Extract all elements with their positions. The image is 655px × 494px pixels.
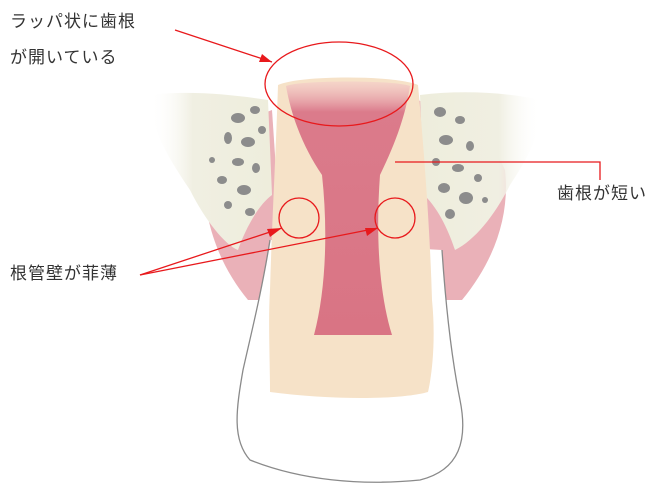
leader-flared: [175, 30, 272, 62]
label-flared-root-1: ラッパ状に歯根: [10, 14, 136, 31]
label-short-root: 歯根が短い: [557, 186, 647, 203]
label-flared-root-2: が開いている: [10, 50, 118, 67]
label-thin-canal-wall: 根管壁が菲薄: [10, 266, 118, 283]
